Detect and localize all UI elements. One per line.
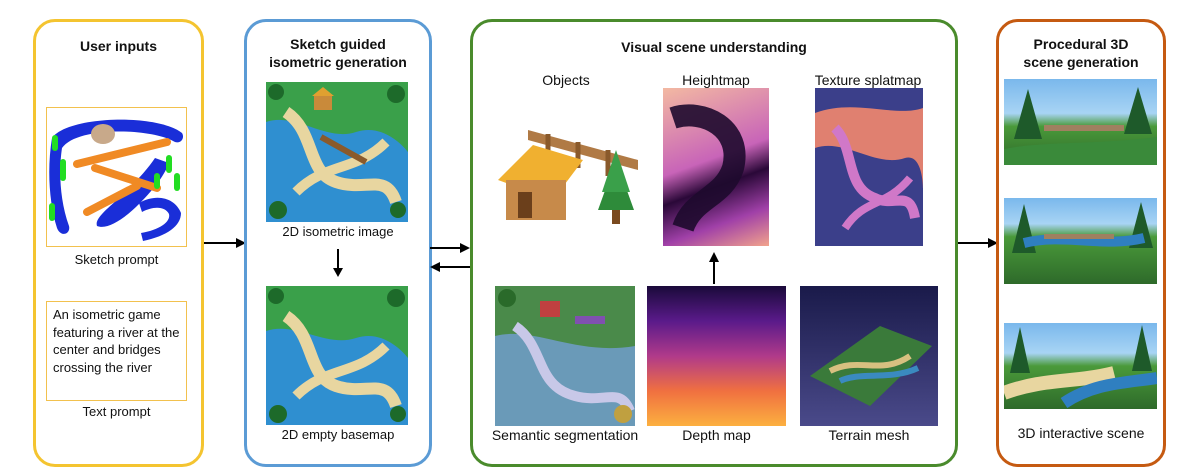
arrow-inputs-to-sketch [204, 238, 246, 248]
scene-render-2 [1004, 198, 1157, 284]
terrain-caption: Terrain mesh [828, 427, 910, 443]
depth-caption: Depth map [682, 427, 751, 443]
isometric-image-caption: 2D isometric image [282, 224, 394, 239]
arrow-scene-to-sketch [430, 262, 470, 272]
empty-basemap-image [266, 286, 408, 425]
visual-scene-title: Visual scene understanding [621, 39, 807, 55]
scene-render-3 [1004, 323, 1157, 409]
semantic-caption: Semantic segmentation [491, 427, 639, 443]
sketch-guided-title-1: Sketch guided [290, 36, 386, 52]
arrow-scene-to-procedural [958, 238, 998, 248]
objects-image [488, 100, 644, 240]
text-prompt-box: An isometric game featuring a river at t… [46, 301, 187, 401]
heightmap-caption: Heightmap [682, 72, 750, 88]
semantic-segmentation-image [495, 286, 635, 426]
user-inputs-title: User inputs [79, 38, 157, 54]
text-prompt-caption: Text prompt [82, 404, 151, 419]
arrow-sketch-to-scene [430, 243, 470, 253]
arrow-depth-to-heightmap [709, 252, 719, 284]
empty-basemap-caption: 2D empty basemap [281, 427, 395, 442]
sketch-guided-title-2: isometric generation [269, 54, 407, 70]
scene-render-1 [1004, 79, 1157, 165]
isometric-image [266, 82, 408, 222]
procedural-title-2: scene generation [1023, 54, 1139, 70]
sketch-prompt-caption: Sketch prompt [74, 252, 159, 267]
depth-map-image [647, 286, 786, 426]
sketch-prompt-image [46, 107, 187, 247]
arrow-image-to-basemap [333, 249, 343, 277]
terrain-mesh-image [800, 286, 938, 426]
texture-caption: Texture splatmap [814, 72, 922, 88]
procedural-caption: 3D interactive scene [1017, 425, 1145, 441]
texture-image [815, 88, 923, 246]
heightmap-image [663, 88, 769, 246]
objects-caption: Objects [542, 72, 590, 88]
procedural-title-1: Procedural 3D [1033, 36, 1129, 52]
